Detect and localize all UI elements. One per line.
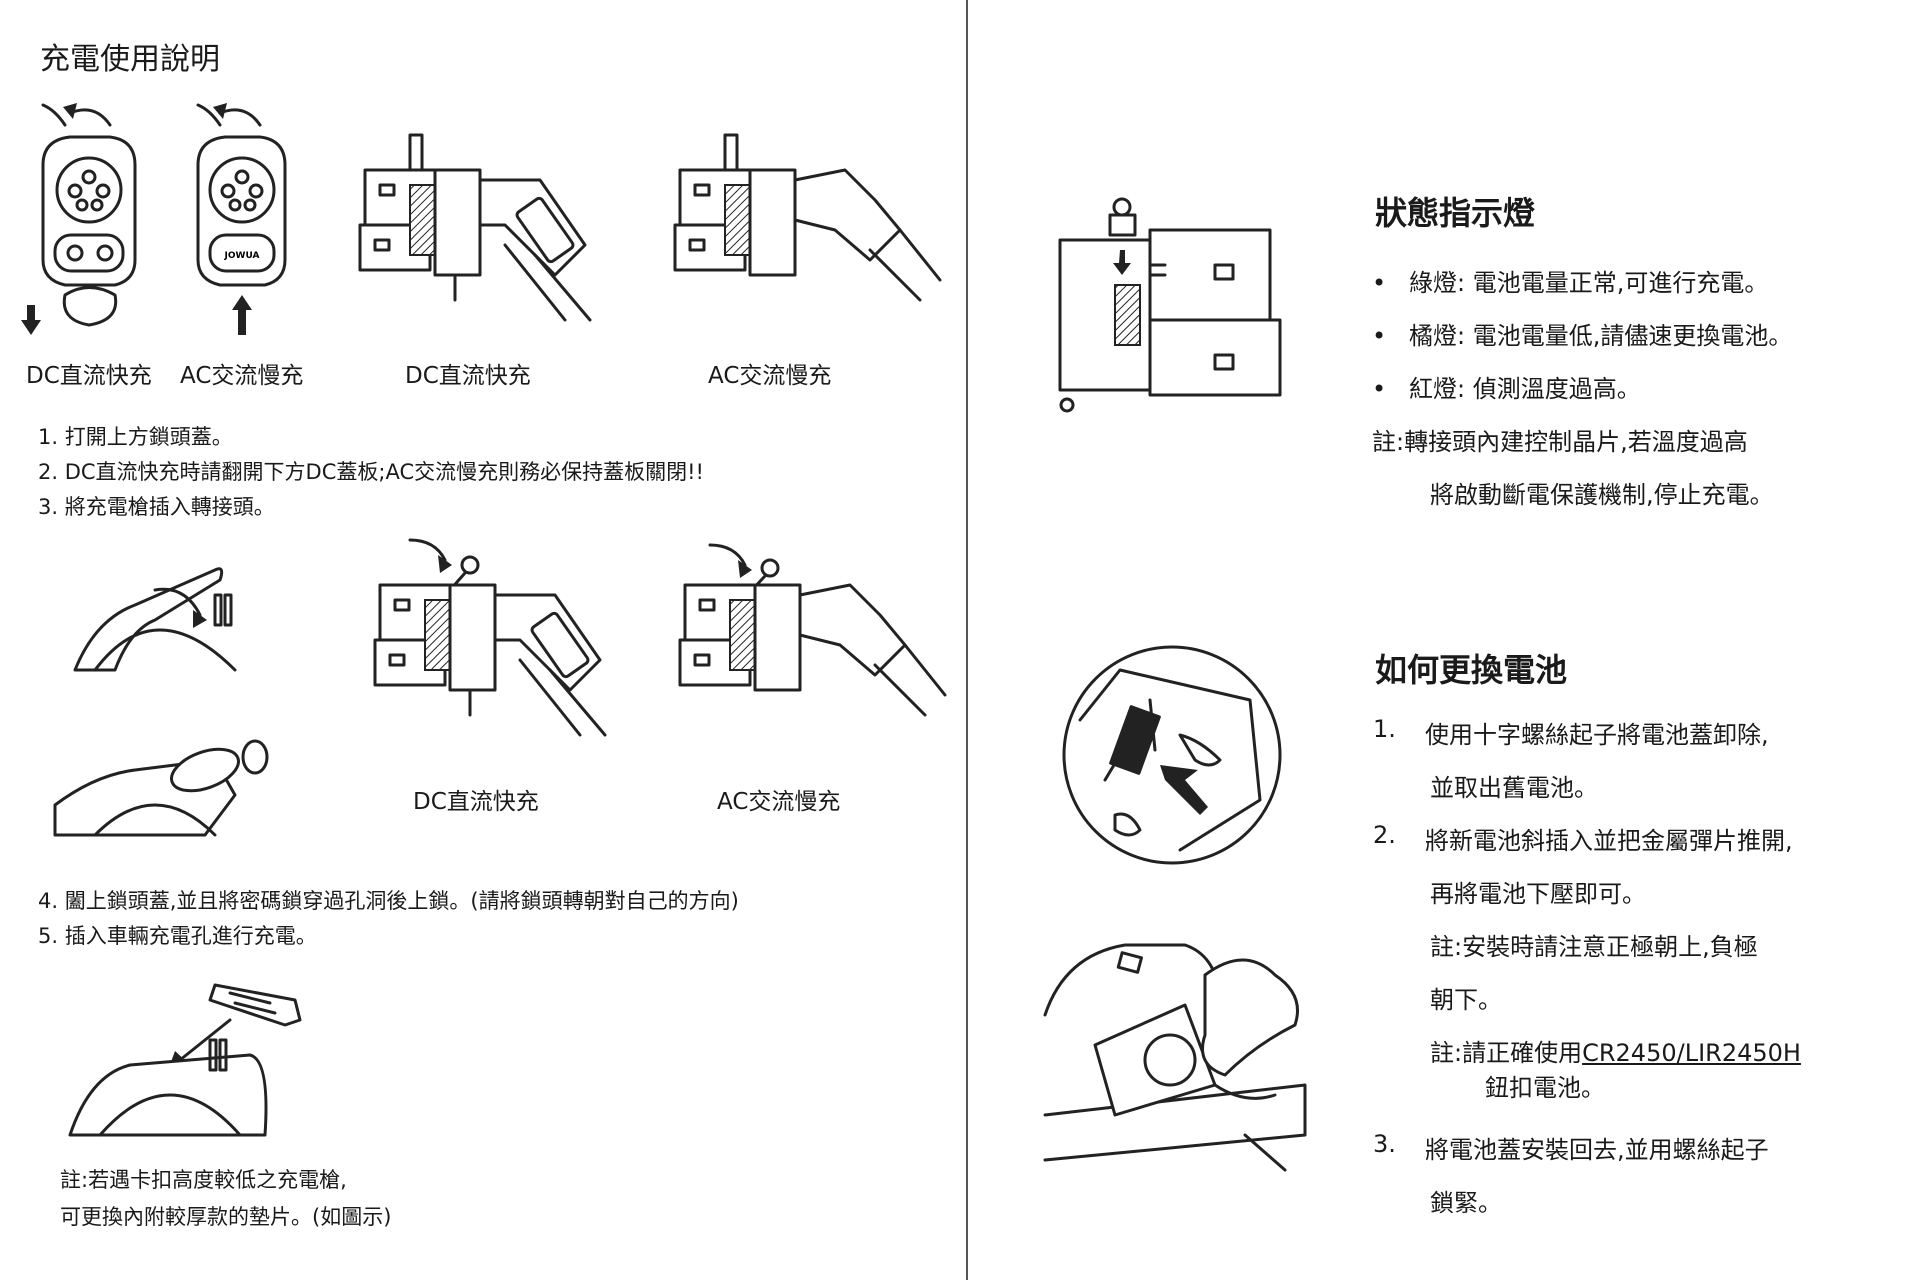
caption-ac-1: AC交流慢充 (180, 363, 304, 389)
spacer-swap-illustration (68, 983, 302, 1137)
battery-model: CR2450/LIR2450H (1582, 1039, 1801, 1067)
battery-step-2-line-2: 再將電池下壓即可。 (1430, 880, 1646, 908)
spacer-note-line-2: 可更換內附較厚款的墊片。(如圖示) (60, 1205, 392, 1229)
lock-cover-illustration (73, 567, 237, 672)
caption-ac-2: AC交流慢充 (708, 363, 832, 389)
adapter-led-illustration (1058, 197, 1282, 413)
caption-ac-3: AC交流慢充 (717, 789, 841, 815)
caption-dc-2: DC直流快充 (405, 363, 531, 389)
step-5: 5. 插入車輛充電孔進行充電。 (38, 924, 317, 948)
dc-plug-locked-illustration (373, 538, 607, 737)
step-1: 1. 打開上方鎖頭蓋。 (38, 425, 233, 449)
spacer-note-line-1: 註:若遇卡扣高度較低之充電槍, (60, 1168, 347, 1192)
battery-note-1-line-1: 註:安裝時請注意正極朝上,負極 (1430, 933, 1758, 961)
padlock-illustration (53, 739, 269, 837)
ac-plug-locked-illustration (678, 543, 947, 717)
battery-step-2-num: 2. (1373, 821, 1396, 849)
battery-step-1-line-2: 並取出舊電池。 (1430, 774, 1598, 802)
jowua-logo: JOWUA (224, 251, 260, 261)
status-light-heading: 狀態指示燈 (1375, 194, 1536, 232)
ac-socket-illustration: JOWUA (196, 103, 287, 335)
steps-list-b: 4. 闔上鎖頭蓋,並且將密碼鎖穿過孔洞後上鎖。(請將鎖頭轉朝對自己的方向) 5.… (38, 884, 739, 954)
status-item-green: • 綠燈: 電池電量正常,可進行充電。 (1372, 269, 1769, 297)
battery-insert-illustration (1043, 943, 1307, 1172)
battery-compartment-illustration (1062, 645, 1282, 865)
battery-replace-heading: 如何更換電池 (1375, 651, 1568, 689)
page-title: 充電使用說明 (40, 42, 220, 77)
battery-step-1-num: 1. (1373, 715, 1396, 743)
battery-step-1-line-1: 使用十字螺絲起子將電池蓋卸除, (1425, 721, 1769, 749)
caption-dc-1: DC直流快充 (26, 363, 152, 389)
step-3: 3. 將充電槍插入轉接頭。 (38, 495, 275, 519)
spacer-note: 註:若遇卡扣高度較低之充電槍, 可更換內附較厚款的墊片。(如圖示) (60, 1162, 391, 1236)
battery-note-2-line-1: 註:請正確使用CR2450/LIR2450H (1430, 1039, 1801, 1067)
dc-plug-side-illustration (358, 133, 592, 322)
battery-step-3-num: 3. (1373, 1130, 1396, 1158)
caption-dc-3: DC直流快充 (413, 789, 539, 815)
battery-step-3-line-1: 將電池蓋安裝回去,並用螺絲起子 (1425, 1136, 1769, 1164)
battery-note-2-line-2: 鈕扣電池。 (1485, 1074, 1605, 1102)
steps-list-a: 1. 打開上方鎖頭蓋。 2. DC直流快充時請翻開下方DC蓋板;AC交流慢充則務… (38, 420, 704, 525)
step-4: 4. 闔上鎖頭蓋,並且將密碼鎖穿過孔洞後上鎖。(請將鎖頭轉朝對自己的方向) (38, 889, 739, 913)
battery-step-3-line-2: 鎖緊。 (1430, 1189, 1502, 1217)
battery-step-2-line-1: 將新電池斜插入並把金屬彈片推開, (1425, 827, 1793, 855)
dc-socket-illustration (21, 103, 137, 335)
status-item-red: • 紅燈: 偵測溫度過高。 (1372, 375, 1641, 403)
status-item-orange: • 橘燈: 電池電量低,請儘速更換電池。 (1372, 322, 1793, 350)
status-note-line-2: 將啟動斷電保護機制,停止充電。 (1430, 481, 1774, 509)
ac-plug-side-illustration (673, 133, 942, 302)
battery-note-1-line-2: 朝下。 (1430, 986, 1502, 1014)
step-2: 2. DC直流快充時請翻開下方DC蓋板;AC交流慢充則務必保持蓋板關閉!! (38, 460, 704, 484)
page-divider (966, 0, 968, 1280)
status-note-line-1: 註:轉接頭內建控制晶片,若溫度過高 (1372, 428, 1748, 456)
